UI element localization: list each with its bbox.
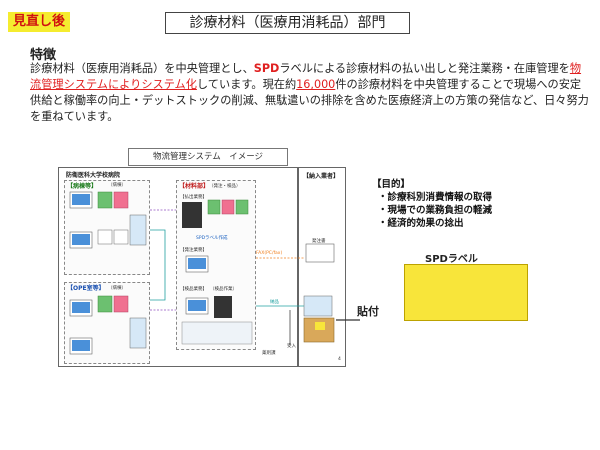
scanner-icon <box>303 295 333 317</box>
document-icon <box>221 199 235 215</box>
spd-print-label: SPDラベル作成 <box>196 236 228 241</box>
screen-icon <box>72 194 90 205</box>
flow-arrows <box>150 209 360 345</box>
vendor-equipment-group <box>303 243 335 343</box>
page-title: 診療材料（医療用消耗品）部門 <box>165 12 410 34</box>
spd-label-small-icon <box>315 322 325 330</box>
ope-equipment-group <box>69 295 147 355</box>
document-icon <box>97 229 113 245</box>
barcode-scanner-icon <box>214 296 232 318</box>
ward-label: 【病棟等】 <box>67 183 98 190</box>
ope-label: 【OPE室等】 <box>67 285 105 292</box>
inspect-sub-label: （検品作業） <box>210 287 237 292</box>
diagram-title: 物流管理システム イメージ <box>128 148 288 166</box>
payout-label: 【払出業務】 <box>180 195 207 200</box>
materials-label: 【材料部】 <box>179 183 210 190</box>
hospital-frame <box>58 167 298 367</box>
screen-icon <box>188 258 206 269</box>
document-icon <box>207 199 221 215</box>
spd-label-card <box>404 264 528 321</box>
medical-office-box <box>181 321 253 345</box>
flow-arrow <box>150 229 166 301</box>
paste-label: 貼付 <box>357 305 379 318</box>
goal-item: ・診療科別消費情報の取得 <box>378 192 493 203</box>
document-icon <box>113 229 129 245</box>
inspect-label: 【検品業務】 <box>180 287 207 292</box>
document-icon <box>235 199 249 215</box>
goal-item: ・経済的効果の捻出 <box>378 218 464 229</box>
vendor-label: 【納入業者】 <box>303 173 340 180</box>
shelf-icon <box>129 214 147 246</box>
ward-sub-label: （病棟） <box>108 183 126 188</box>
count-highlight: 16,000 <box>296 78 336 91</box>
text-segment: 診療材料（医療用消耗品）を中央管理とし、 <box>30 62 254 75</box>
page-number: 4 <box>338 357 341 362</box>
barcode-scanner-icon <box>182 202 202 228</box>
order-slip-label: 発注書 <box>312 239 326 244</box>
screen-icon <box>72 234 90 245</box>
goals-heading: 【目的】 <box>372 179 411 190</box>
hospital-label: 防衛医科大学校病院 <box>66 172 121 179</box>
screen-icon <box>72 302 90 313</box>
ward-equipment-group <box>69 191 147 249</box>
text-segment: しています。現在約 <box>196 78 297 91</box>
text-segment: 件の診療材料を中央管理することで現場への安定供給と稼働率の向上・デットストックの… <box>30 78 589 123</box>
document-icon <box>97 191 113 209</box>
document-icon <box>113 295 129 313</box>
order-slip-icon <box>305 243 335 263</box>
screen-icon <box>72 340 90 351</box>
document-icon <box>97 295 113 313</box>
screen-icon <box>188 300 206 311</box>
document-icon <box>113 191 129 209</box>
features-paragraph: 診療材料（医療用消耗品）を中央管理とし、SPDラベルによる診療材料の払い出しと発… <box>30 61 590 125</box>
pharmacy-label: 薬剤課 <box>262 351 276 356</box>
vendor-frame <box>298 167 346 367</box>
ope-sub-label: （病棟） <box>108 286 126 291</box>
status-badge: 見直し後 <box>8 12 70 32</box>
delivery-label: 納品 <box>270 300 279 305</box>
system-highlight: 物流管理システムによりシステム化 <box>30 62 582 91</box>
materials-sub-label: （発注・検品） <box>209 184 241 189</box>
text-segment: ラベルによる診療材料の払い出しと発注業務・在庫管理を <box>279 62 570 75</box>
order-label: 【発注業務】 <box>180 248 207 253</box>
features-heading: 特徴 <box>30 48 57 63</box>
materials-equipment-group <box>181 199 253 345</box>
goals-block: 【目的】 ・診療科別消費情報の取得 ・現場での業務負担の軽減 ・経済的効果の捻出 <box>372 178 492 230</box>
goal-item: ・現場での業務負担の軽減 <box>378 205 493 216</box>
shelf-icon <box>129 317 147 349</box>
spd-highlight: SPD <box>253 62 280 75</box>
fax-label: FAX(PC/fax) <box>256 251 283 256</box>
spd-label-title: SPDラベル <box>425 254 478 265</box>
receive-label: 受入 <box>287 344 296 349</box>
